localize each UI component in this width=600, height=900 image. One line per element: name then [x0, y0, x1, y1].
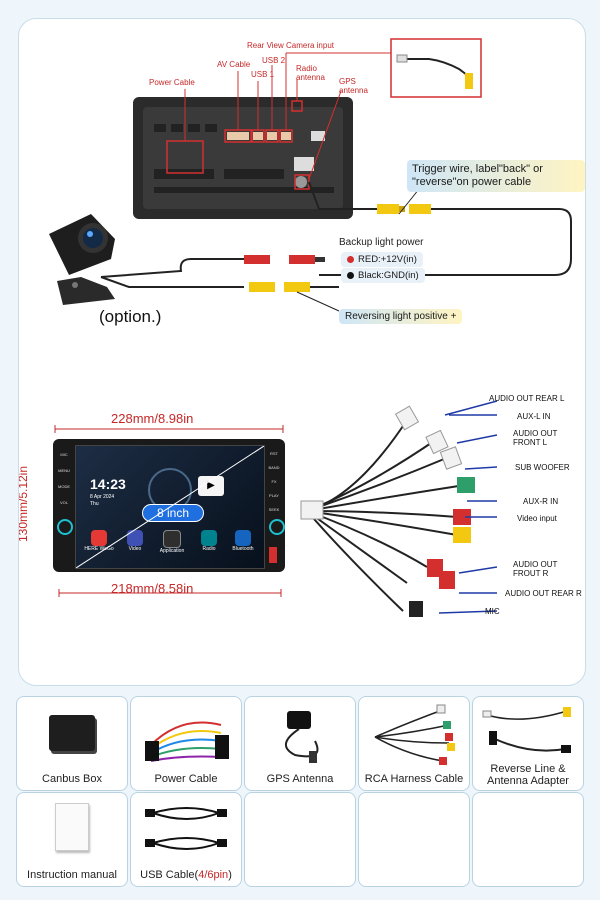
reverse-line-label: Reverse Line & Antenna Adapter	[487, 763, 569, 787]
option-label: (option.)	[99, 307, 162, 326]
harness-label-video: Video input	[517, 514, 557, 523]
gps-antenna-image	[285, 711, 319, 763]
radio-antenna-label: Radio antenna	[296, 64, 325, 82]
accessory-instruction-manual: Instruction manual	[16, 792, 128, 887]
date-text: 8 Apr 2024	[90, 494, 115, 500]
backup-red-pill: RED:+12V(in)	[341, 252, 423, 267]
app-dock: HERE WeGo Video Application Radio Blueto…	[82, 530, 258, 562]
instruction-manual-label: Instruction manual	[27, 869, 117, 881]
gps-antenna-label: GPS antenna	[339, 77, 368, 95]
app-video[interactable]: Video	[120, 530, 150, 552]
harness-label-rear-l: AUDIO OUT REAR L	[489, 394, 565, 403]
play-icon[interactable]: ▶	[198, 476, 224, 496]
usb1-label: USB 1	[251, 70, 275, 79]
rst-button[interactable]: RST	[270, 451, 278, 456]
height-measure: 130mm/5.12in	[18, 465, 31, 543]
harness-label-mic: MIC	[485, 607, 500, 616]
app-radio[interactable]: Radio	[194, 530, 224, 552]
red-dot-icon	[347, 255, 354, 263]
wiring-diagram-panel: Rear View Camera input USB 2 AV Cable US…	[18, 18, 586, 686]
play-button[interactable]: PLAY	[269, 493, 279, 498]
power-cable-image	[145, 721, 229, 762]
screen-diagonal	[76, 446, 264, 568]
accessory-usb-cable: USB Cable(4/6pin)	[130, 792, 242, 887]
mode-button[interactable]: MODE	[58, 484, 70, 489]
width-bottom-measure: 218mm/8.58in	[111, 581, 194, 596]
usb2-label: USB 2	[262, 56, 286, 65]
rca-green	[457, 477, 475, 493]
app-application[interactable]: Application	[156, 530, 188, 554]
rear-camera	[49, 214, 115, 305]
harness-label-sub: SUB WOOFER	[515, 463, 570, 472]
accessory-gps-antenna: GPS Antenna	[244, 696, 356, 791]
backup-red-text: RED:+12V(in)	[358, 254, 417, 265]
canbus-box-image	[49, 715, 95, 751]
accessory-power-cable: Power Cable	[130, 696, 242, 791]
reversing-light-callout: Reversing light positive +	[339, 309, 463, 324]
accessory-empty-1	[244, 792, 356, 887]
harness-label-aux-l: AUX-L IN	[517, 412, 551, 421]
black-dot-icon	[347, 271, 354, 279]
apps-icon	[163, 530, 181, 548]
left-buttons: MIC MENU MODE VOL	[55, 447, 73, 511]
trigger-wire-callout: Trigger wire, label"back" or "reverse"on…	[407, 160, 585, 192]
app-here-wego[interactable]: HERE WeGo	[84, 530, 114, 552]
accessory-empty-3	[472, 792, 584, 887]
rca-harness-image	[374, 704, 455, 765]
accessory-canbus-box: Canbus Box	[16, 696, 128, 791]
gps-antenna-label: GPS Antenna	[266, 773, 334, 785]
rear-camera-box	[390, 38, 482, 98]
accessory-empty-2	[358, 792, 470, 887]
mic-button[interactable]: MIC	[60, 452, 68, 457]
vol-knob-icon[interactable]	[57, 519, 73, 535]
backup-black-text: Black:GND(in)	[358, 270, 419, 281]
usb-port-icon	[269, 547, 277, 563]
backup-light-title: Backup light power	[339, 237, 424, 248]
fx-button[interactable]: FX	[271, 479, 277, 484]
right-buttons: RST BAND FX PLAY SEEK	[265, 447, 283, 517]
backup-black-pill: Black:GND(in)	[341, 268, 425, 283]
seek-button[interactable]: SEEK	[268, 507, 280, 512]
tune-knob-icon[interactable]	[269, 519, 285, 535]
accessory-rca-harness: RCA Harness Cable	[358, 696, 470, 791]
usb-cable-label: USB Cable(4/6pin)	[140, 869, 232, 881]
clock-text: 14:23	[90, 476, 126, 492]
day-text: Thu	[90, 501, 99, 507]
bluetooth-icon	[235, 530, 251, 546]
harness-label-front-l: AUDIO OUT FRONT L	[513, 429, 558, 447]
canbus-box-label: Canbus Box	[42, 773, 102, 785]
menu-button[interactable]: MENU	[58, 468, 70, 473]
harness-label-front-r: AUDIO OUT FROUT R	[513, 560, 558, 578]
vol-button[interactable]: VOL	[59, 500, 68, 505]
harness-label-aux-r: AUX-R IN	[523, 497, 559, 506]
band-button[interactable]: BAND	[268, 465, 280, 470]
screen: 14:23 8 Apr 2024 Thu ▶ 8 inch HERE WeGo …	[75, 445, 265, 569]
head-unit-front: 14:23 8 Apr 2024 Thu ▶ 8 inch HERE WeGo …	[53, 439, 285, 572]
av-cable-label: AV Cable	[217, 60, 251, 69]
wiring-diagram-svg	[49, 38, 572, 312]
rca-harness-svg	[300, 405, 475, 617]
video-icon	[127, 530, 143, 546]
radio-icon	[201, 530, 217, 546]
measure-lines	[54, 425, 284, 597]
app-bluetooth[interactable]: Bluetooth	[228, 530, 258, 552]
harness-pointer-arrows	[439, 400, 498, 614]
usb-cable-image	[145, 807, 227, 850]
reverse-line-image	[482, 707, 571, 753]
rca-harness-label: RCA Harness Cable	[364, 773, 464, 785]
accessory-reverse-line: Reverse Line & Antenna Adapter	[472, 696, 584, 791]
harness-label-rear-r: AUDIO OUT REAR R	[505, 589, 582, 598]
here-icon	[91, 530, 107, 546]
rca-white-1	[394, 405, 420, 431]
power-cable-label: Power Cable	[154, 773, 218, 785]
rear-camera-label: Rear View Camera input	[247, 41, 335, 50]
width-top-measure: 228mm/8.98in	[111, 411, 194, 426]
power-cable-label: Power Cable	[149, 78, 195, 87]
manual-image	[55, 803, 89, 851]
